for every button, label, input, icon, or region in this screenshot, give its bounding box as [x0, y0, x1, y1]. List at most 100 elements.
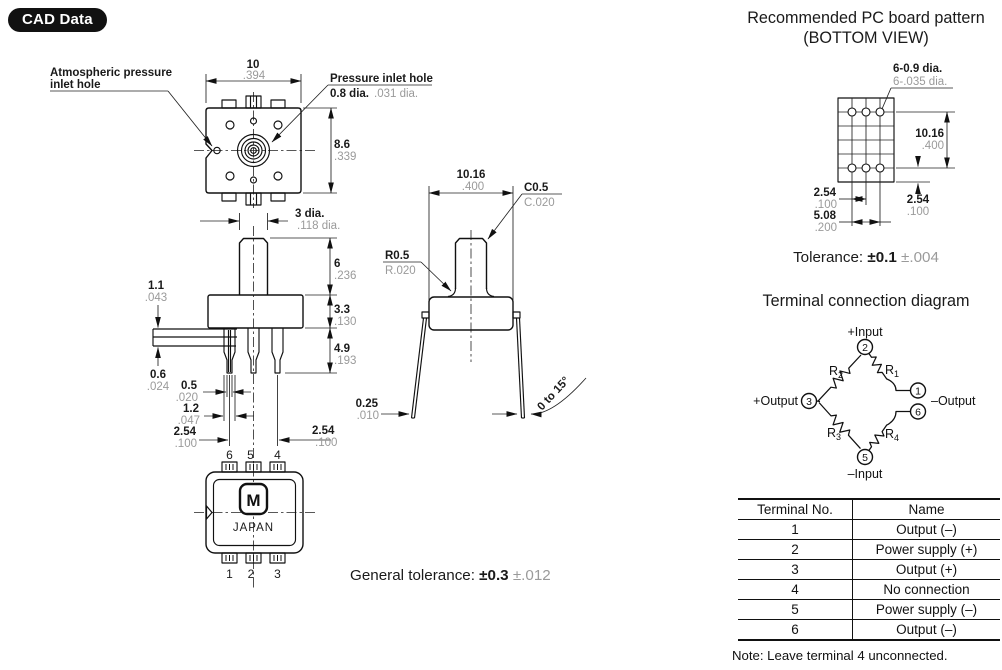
col-header-terminal-no: Terminal No. — [738, 498, 853, 520]
svg-text:1: 1 — [894, 369, 899, 379]
svg-text:R.020: R.020 — [385, 265, 416, 277]
svg-text:2: 2 — [838, 370, 843, 380]
atmospheric-callout: Atmospheric pressure inlet hole — [50, 67, 213, 147]
dim-tube-offset: 1.1 .043 — [145, 280, 167, 328]
col-header-name: Name — [852, 498, 1000, 520]
dim-side-width: 10.16 .400 — [428, 169, 514, 300]
svg-text:.031 dia.: .031 dia. — [374, 88, 418, 100]
svg-text:.118 dia.: .118 dia. — [297, 220, 340, 232]
pcb-tolerance-mm: ±0.1 — [867, 249, 897, 266]
svg-text:3: 3 — [274, 567, 281, 581]
general-tolerance-label: General tolerance: — [350, 567, 480, 584]
dim-lead-pitch-right: 2.54 .100 — [277, 375, 337, 449]
dim-body-width: 10 .394 — [205, 59, 302, 103]
pcb-tolerance-in: ±.004 — [896, 249, 939, 266]
svg-text:0.5: 0.5 — [181, 380, 198, 392]
svg-text:6: 6 — [915, 406, 921, 418]
svg-text:.100: .100 — [175, 438, 197, 450]
svg-text:Atmospheric pressure: Atmospheric pressure — [50, 67, 172, 79]
label-output-neg: –Output — [931, 394, 976, 408]
bridge-node-2 — [856, 338, 874, 356]
side-fillet-left — [447, 287, 457, 298]
cell-name: Power supply (+) — [852, 539, 1000, 560]
svg-text:8.6: 8.6 — [334, 139, 350, 151]
bridge-node-5 — [856, 448, 874, 466]
general-tolerance-in: ±.012 — [508, 567, 551, 584]
svg-text:.100: .100 — [815, 199, 837, 211]
svg-text:.193: .193 — [334, 355, 356, 367]
bottom-tabs — [221, 461, 286, 564]
dim-chamfer: C0.5 C.020 — [487, 182, 562, 240]
svg-text:10: 10 — [247, 59, 260, 71]
pcb-holes — [847, 107, 885, 173]
label-input-pos: +Input — [847, 325, 883, 339]
dim-port-dia: 3 dia. .118 dia. — [200, 208, 340, 232]
manufacturer-logo-icon — [238, 482, 269, 516]
side-leads — [410, 311, 526, 419]
svg-text:.100: .100 — [315, 437, 337, 449]
svg-text:1.1: 1.1 — [148, 280, 165, 292]
pcb-dim-row-span: 10.16 .400 — [915, 111, 950, 169]
svg-text:6-0.9 dia.: 6-0.9 dia. — [893, 63, 942, 75]
front-view: 3 dia. .118 dia. — [145, 208, 356, 590]
cell-name: Output (–) — [852, 619, 1000, 641]
svg-text:4: 4 — [894, 433, 899, 443]
cad-data-badge: CAD Data — [8, 8, 107, 32]
cell-terminal: 2 — [738, 539, 853, 560]
dim-lead-length: 4.9 .193 — [285, 327, 356, 374]
cell-name: Output (–) — [852, 519, 1000, 540]
terminal-numbers-bottom-row: 1 2 3 — [226, 567, 281, 581]
bridge-node-6 — [909, 403, 927, 420]
label-output-pos: +Output — [753, 394, 798, 408]
label-input-neg: –Input — [848, 467, 883, 481]
svg-text:2.54: 2.54 — [312, 425, 335, 437]
svg-text:Pressure inlet hole: Pressure inlet hole — [330, 73, 433, 85]
side-view: 10.16 .400 C0.5 C.020 — [356, 169, 587, 422]
cell-name: No connection — [852, 579, 1000, 600]
pcb-title-line1: Recommended PC board pattern — [747, 9, 985, 27]
svg-text:0.8 dia.: 0.8 dia. — [330, 88, 369, 100]
dim-fillet: R0.5 R.020 — [383, 250, 452, 292]
svg-text:.100: .100 — [907, 206, 929, 218]
bridge-node-3 — [800, 392, 818, 410]
svg-text:4.9: 4.9 — [334, 343, 350, 355]
cell-terminal: 1 — [738, 519, 853, 540]
pcb-dim-holes: 6-0.9 dia. 6-.035 dia. — [881, 63, 953, 110]
svg-text:.020: .020 — [176, 392, 198, 404]
svg-text:.236: .236 — [334, 270, 356, 282]
front-side-tube — [152, 328, 237, 347]
resistor-labels: R 2 R 1 R 3 R 4 — [827, 363, 899, 443]
terminal-numbers-top-row: 6 5 4 — [226, 448, 281, 462]
table-row: 1 Output (–) — [738, 519, 1000, 540]
table-row: 4 No connection — [738, 579, 1000, 600]
general-tolerance-mm: ±0.3 — [479, 567, 509, 584]
dim-flange-height: 3.3 .130 — [305, 294, 356, 329]
svg-text:2: 2 — [862, 342, 868, 354]
pcb-tolerance: Tolerance: ±0.1 ±.004 — [730, 249, 1002, 266]
table-row: 5 Power supply (–) — [738, 599, 1000, 620]
svg-text:R: R — [829, 364, 838, 378]
svg-text:2.54: 2.54 — [174, 426, 197, 438]
svg-text:.010: .010 — [357, 410, 379, 422]
svg-text:.400: .400 — [462, 181, 484, 193]
dim-lead-pitch-left: 2.54 .100 — [174, 375, 230, 450]
pcb-tolerance-label: Tolerance: — [793, 249, 868, 266]
cell-terminal: 5 — [738, 599, 853, 620]
svg-text:C0.5: C0.5 — [524, 182, 549, 194]
svg-text:.400: .400 — [922, 140, 944, 152]
pcb-dim-pitch-right: 2.54 .100 — [907, 155, 930, 218]
svg-text:2.54: 2.54 — [907, 194, 930, 206]
svg-text:C.020: C.020 — [524, 197, 555, 209]
pressure-inlet-callout: Pressure inlet hole 0.8 dia. .031 dia. — [271, 73, 433, 143]
svg-text:0 to 15°: 0 to 15° — [535, 375, 572, 413]
front-flange — [207, 294, 304, 329]
bottom-view: M JAPAN 1 2 3 — [194, 461, 316, 581]
svg-text:3 dia.: 3 dia. — [295, 208, 324, 220]
pcb-title-line2: (BOTTOM VIEW) — [803, 29, 929, 47]
svg-text:0.6: 0.6 — [150, 369, 166, 381]
svg-text:6: 6 — [334, 258, 340, 270]
svg-text:.047: .047 — [178, 415, 200, 427]
terminal-table: Terminal No. Name 1 Output (–) 2 Power s… — [738, 498, 1000, 641]
svg-text:3: 3 — [806, 396, 812, 408]
